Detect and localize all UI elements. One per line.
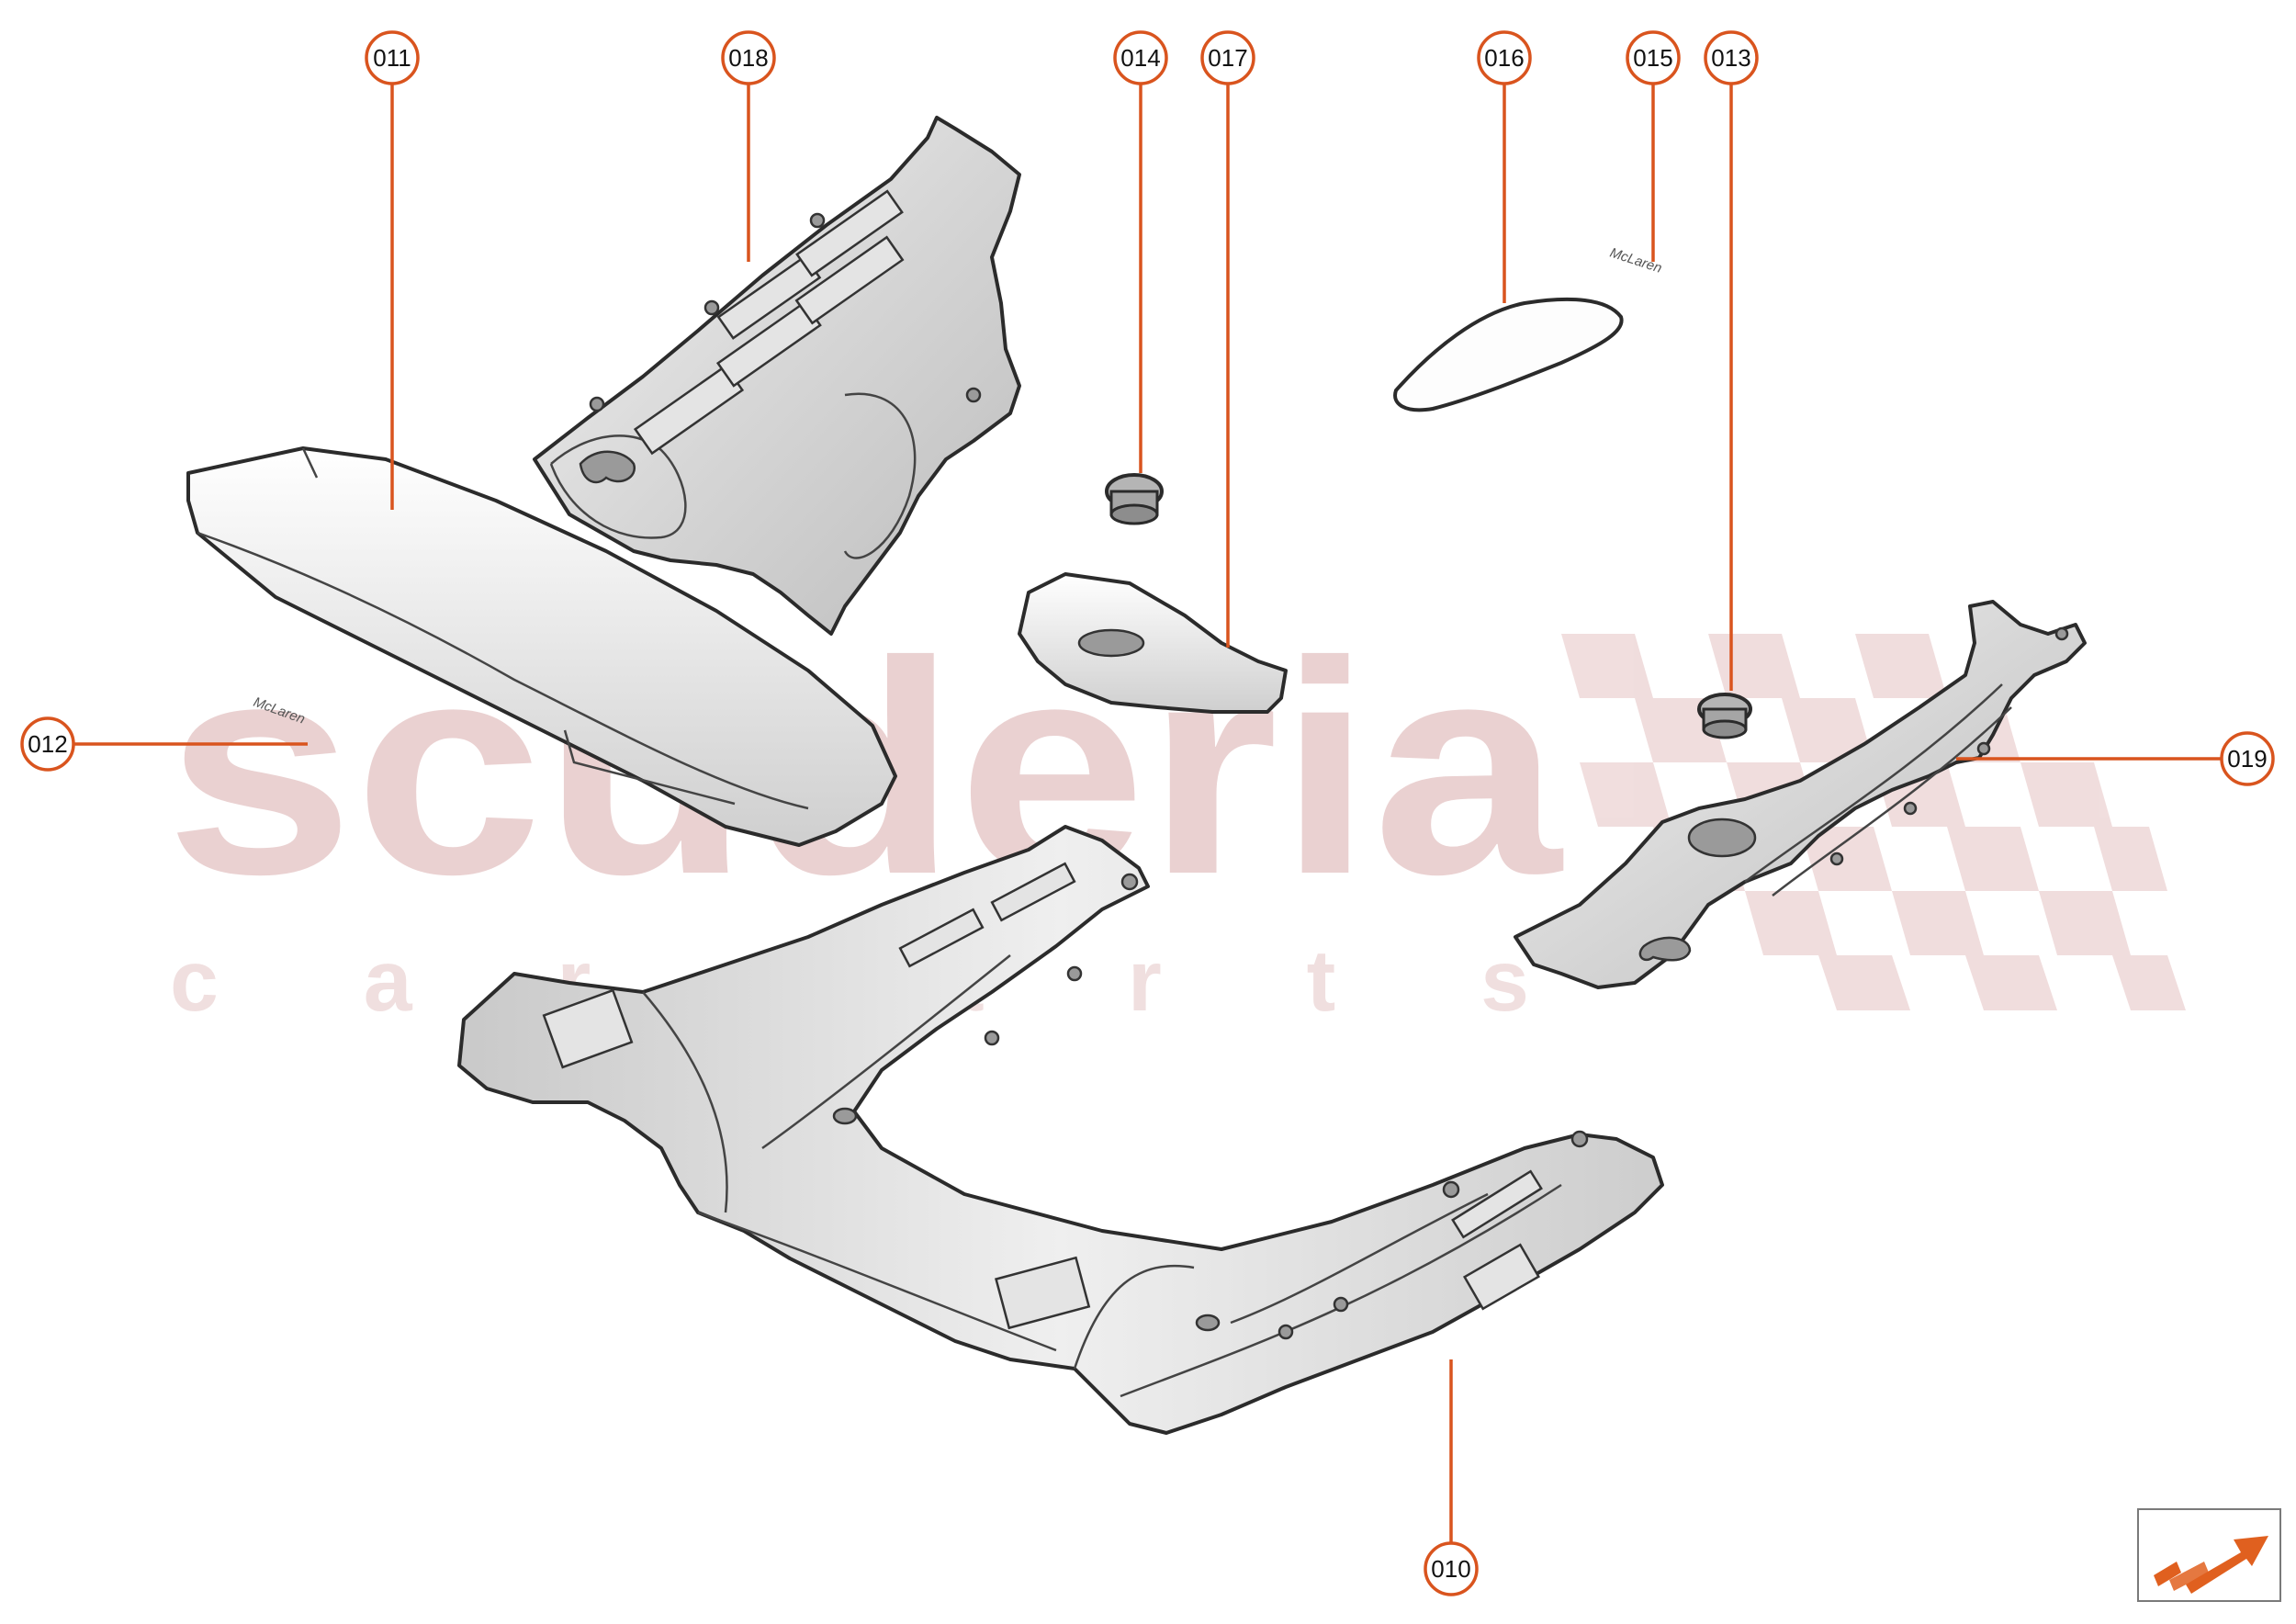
part-017-plate[interactable] [1018, 572, 1288, 714]
callout-019[interactable]: 019 [2220, 731, 2275, 786]
next-page-arrow-icon [2154, 1536, 2268, 1594]
callout-012[interactable]: 012 [20, 716, 75, 772]
callouts: 011 018 014 017 016 015 [20, 30, 2275, 1596]
callout-label-017: 017 [1208, 44, 1247, 72]
callout-014[interactable]: 014 [1113, 30, 1168, 85]
part-015-badge[interactable]: McLaren [1608, 245, 1664, 276]
part-018-heat-shield[interactable] [533, 116, 1021, 636]
part-019-side-shield[interactable] [1514, 600, 2087, 989]
callout-011[interactable]: 011 [365, 30, 420, 85]
callout-013[interactable]: 013 [1704, 30, 1759, 85]
callout-label-010: 010 [1431, 1555, 1470, 1583]
next-page-button[interactable] [2137, 1508, 2281, 1602]
callout-018[interactable]: 018 [721, 30, 776, 85]
part-014-clip[interactable] [1105, 473, 1164, 525]
callout-label-012: 012 [28, 730, 67, 758]
part-011-trim-panel[interactable]: McLaren [186, 446, 897, 847]
callout-label-018: 018 [728, 44, 768, 72]
callout-010[interactable]: 010 [1424, 1541, 1479, 1596]
part-010-undertray[interactable] [457, 825, 1664, 1435]
callout-label-019: 019 [2227, 745, 2267, 773]
callout-label-014: 014 [1120, 44, 1160, 72]
callout-017[interactable]: 017 [1200, 30, 1255, 85]
logo-mclaren-015: McLaren [1608, 245, 1664, 276]
callout-label-016: 016 [1484, 44, 1524, 72]
callout-label-015: 015 [1633, 44, 1672, 72]
part-013-clip[interactable] [1697, 693, 1752, 739]
callout-label-011: 011 [373, 44, 411, 72]
callout-015[interactable]: 015 [1626, 30, 1681, 85]
callout-label-013: 013 [1711, 44, 1750, 72]
part-016-insert[interactable] [1393, 297, 1624, 412]
callout-016[interactable]: 016 [1477, 30, 1532, 85]
